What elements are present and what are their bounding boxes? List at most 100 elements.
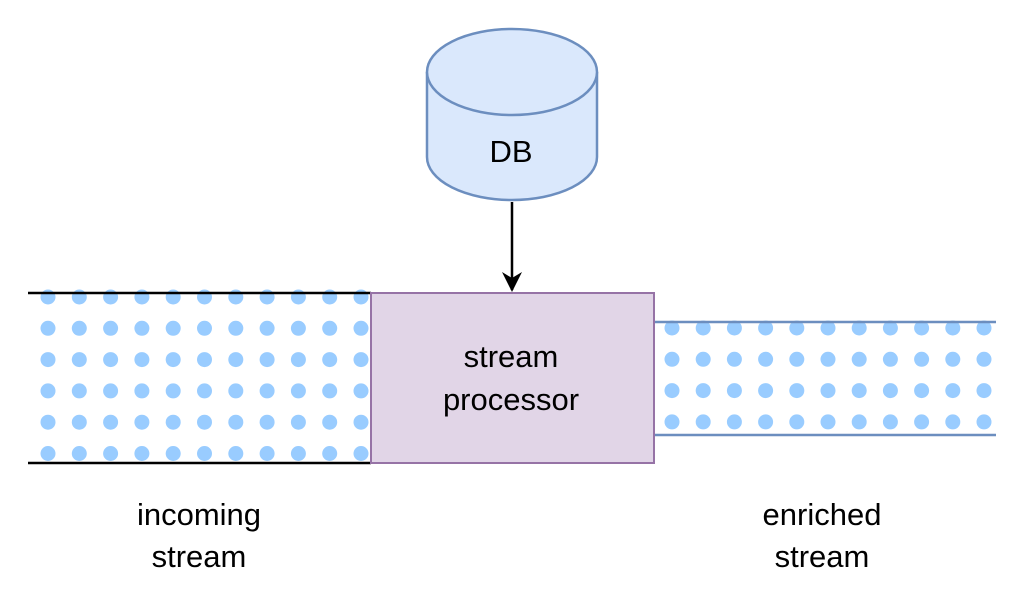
- incoming-stream-dot: [103, 352, 119, 368]
- enriched-stream-dot: [695, 320, 711, 336]
- enriched-stream-dot: [851, 320, 867, 336]
- incoming-stream-dot: [197, 383, 212, 399]
- enriched-stream-label-line2: stream: [775, 539, 870, 574]
- incoming-stream-dot: [322, 352, 338, 368]
- enriched-stream-dot: [945, 414, 961, 430]
- enriched-stream-dot: [789, 320, 805, 336]
- enriched-stream-dot: [664, 414, 680, 430]
- enriched-stream-dot: [882, 320, 898, 336]
- database: DB: [425, 27, 599, 202]
- stream-processor-box: [370, 292, 655, 464]
- enriched-stream-dot: [914, 320, 930, 336]
- incoming-stream-dot: [103, 414, 119, 430]
- incoming-stream-dot: [71, 414, 87, 430]
- incoming-stream-dot: [197, 446, 212, 461]
- enriched-stream-dot: [851, 351, 867, 367]
- enriched-stream-dot: [820, 414, 836, 430]
- incoming-stream-dot: [71, 446, 87, 461]
- incoming-stream-dots: [40, 289, 369, 461]
- incoming-stream-dot: [228, 352, 244, 368]
- incoming-stream-dot: [134, 383, 150, 399]
- incoming-stream-dot: [40, 446, 56, 461]
- enriched-stream-dot: [945, 320, 961, 336]
- incoming-stream-dot: [134, 320, 150, 336]
- enriched-stream-dot: [882, 383, 898, 399]
- incoming-stream-dot: [353, 352, 369, 368]
- enriched-stream-dot: [945, 383, 961, 399]
- incoming-stream-dot: [134, 352, 150, 368]
- incoming-stream-dot: [165, 446, 181, 461]
- enriched-stream-dot: [976, 383, 992, 399]
- enriched-stream-dot: [976, 414, 992, 430]
- enriched-stream-dot: [789, 351, 805, 367]
- incoming-stream-dot: [290, 320, 306, 336]
- incoming-stream-dot: [40, 414, 56, 430]
- enriched-stream-label-line1: enriched: [763, 497, 882, 532]
- enriched-stream-dot: [882, 414, 898, 430]
- incoming-stream-dot: [71, 383, 87, 399]
- enriched-stream: [654, 320, 996, 437]
- enriched-stream-dot: [914, 414, 930, 430]
- incoming-stream-dot: [40, 383, 56, 399]
- database-top: [425, 27, 599, 117]
- incoming-stream-dot: [228, 446, 244, 461]
- incoming-stream-dot: [165, 320, 181, 336]
- enriched-stream-dot: [789, 414, 805, 430]
- enriched-stream-dot: [758, 383, 774, 399]
- stream-processor: stream processor: [370, 292, 655, 464]
- incoming-stream-dot: [228, 414, 244, 430]
- enriched-stream-dot: [695, 351, 711, 367]
- incoming-stream-dot: [71, 320, 87, 336]
- incoming-stream-dot: [165, 383, 181, 399]
- incoming-stream-dot: [353, 446, 369, 461]
- incoming-stream-dot: [134, 446, 150, 461]
- incoming-stream-dot: [197, 320, 212, 336]
- incoming-stream-dot: [134, 414, 150, 430]
- enriched-stream-dot: [914, 383, 930, 399]
- enriched-stream-dot: [820, 351, 836, 367]
- incoming-stream-dot: [290, 414, 306, 430]
- enriched-stream-dot: [726, 320, 742, 336]
- incoming-stream-dot: [353, 320, 369, 336]
- incoming-stream-dot: [259, 383, 275, 399]
- incoming-stream-dot: [197, 414, 212, 430]
- incoming-stream-dot: [197, 352, 212, 368]
- incoming-stream-dot: [103, 446, 119, 461]
- database-label: DB: [489, 134, 532, 169]
- incoming-stream-dot: [40, 352, 56, 368]
- enriched-stream-dot: [758, 414, 774, 430]
- enriched-stream-dot: [758, 320, 774, 336]
- enriched-stream-dot: [976, 320, 992, 336]
- enriched-stream-dot: [851, 383, 867, 399]
- incoming-stream-dot: [259, 446, 275, 461]
- incoming-stream-label-line2: stream: [152, 539, 247, 574]
- incoming-stream-dot: [103, 320, 119, 336]
- incoming-stream-dot: [259, 352, 275, 368]
- enriched-stream-dot: [851, 414, 867, 430]
- enriched-stream-dot: [758, 351, 774, 367]
- enriched-stream-dot: [789, 383, 805, 399]
- incoming-stream-dot: [71, 352, 87, 368]
- incoming-stream-dot: [322, 414, 338, 430]
- incoming-stream-dot: [353, 414, 369, 430]
- enriched-stream-dot: [914, 351, 930, 367]
- stream-processor-label-line1: stream: [464, 339, 559, 374]
- incoming-stream-dot: [103, 383, 119, 399]
- incoming-stream-dot: [290, 446, 306, 461]
- enriched-stream-dot: [726, 414, 742, 430]
- enriched-stream-dot: [695, 383, 711, 399]
- incoming-stream-dot: [322, 383, 338, 399]
- enriched-stream-dot: [882, 351, 898, 367]
- incoming-stream-label-line1: incoming: [137, 497, 261, 532]
- enriched-stream-dot: [945, 351, 961, 367]
- incoming-stream-dot: [228, 320, 244, 336]
- enriched-stream-dot: [976, 351, 992, 367]
- enriched-stream-dot: [664, 320, 680, 336]
- enriched-stream-dot: [820, 383, 836, 399]
- incoming-stream-dot: [228, 383, 244, 399]
- incoming-stream-dot: [165, 414, 181, 430]
- enriched-stream-dot: [726, 351, 742, 367]
- incoming-stream-dot: [353, 383, 369, 399]
- incoming-stream-dot: [259, 414, 275, 430]
